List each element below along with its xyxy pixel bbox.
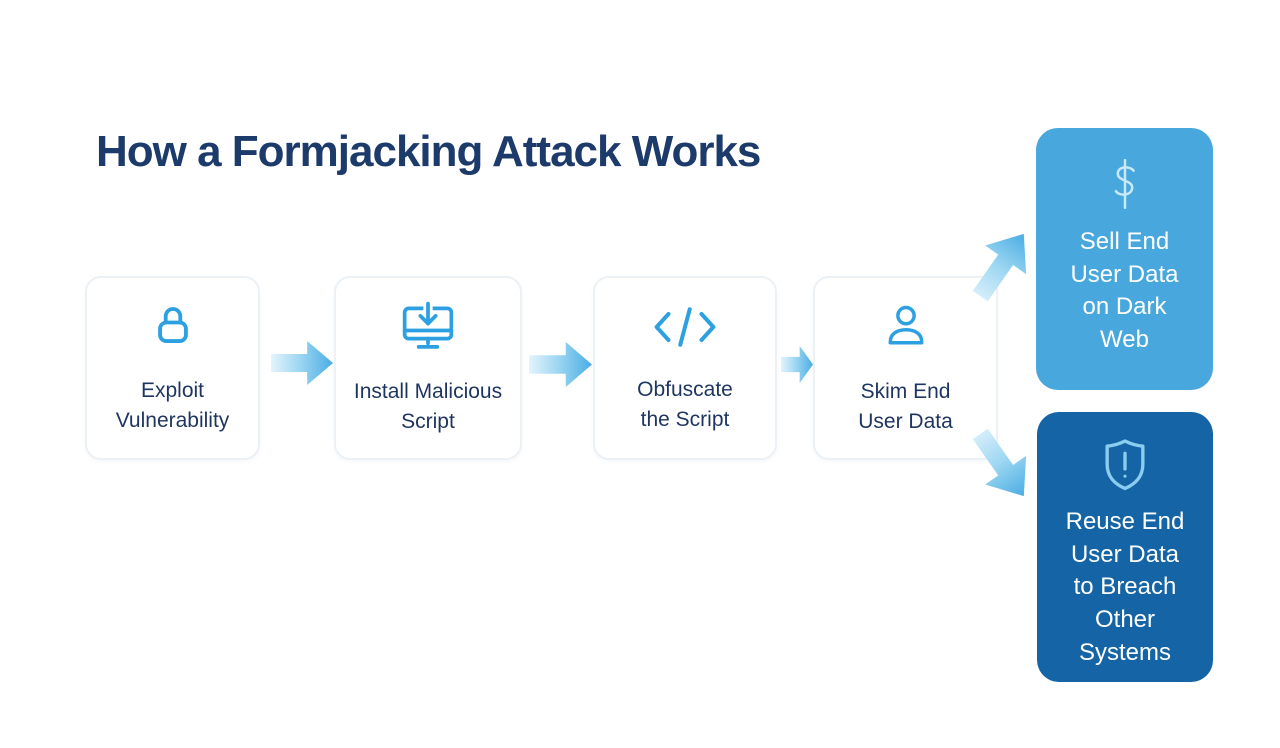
arrow-down-right-icon: [960, 420, 1045, 511]
step-label: Install Malicious Script: [353, 379, 503, 433]
monitor-download-icon: [397, 298, 459, 355]
dollar-icon: [1104, 154, 1146, 214]
outcome-reuse-data: Reuse End User Data to Breach Other Syst…: [1037, 412, 1213, 682]
shield-alert-icon: [1098, 436, 1152, 494]
lock-icon: [146, 300, 200, 354]
step-label: Skim End User Data: [858, 379, 953, 433]
arrow-up-right-icon: [960, 220, 1045, 311]
step-label: Obfuscate the Script: [637, 377, 733, 431]
arrow-right-icon: [271, 341, 333, 385]
outcome-label: Reuse End User Data to Breach Other Syst…: [1065, 508, 1185, 666]
outcome-sell-data: Sell End User Data on Dark Web: [1036, 128, 1213, 390]
step-exploit-vulnerability: Exploit Vulnerability: [85, 276, 260, 460]
step-label: Exploit Vulnerability: [115, 378, 230, 432]
arrow-right-icon: [529, 342, 592, 387]
arrow-right-icon: [781, 346, 813, 383]
code-icon: [649, 301, 721, 353]
outcome-label: Sell End User Data on Dark Web: [1070, 228, 1179, 353]
step-skim-end-user-data: Skim End User Data: [813, 276, 998, 460]
user-icon: [880, 299, 932, 355]
step-install-malicious-script: Install Malicious Script: [334, 276, 522, 460]
step-obfuscate-script: Obfuscate the Script: [593, 276, 777, 460]
page-title: How a Formjacking Attack Works: [96, 127, 761, 176]
